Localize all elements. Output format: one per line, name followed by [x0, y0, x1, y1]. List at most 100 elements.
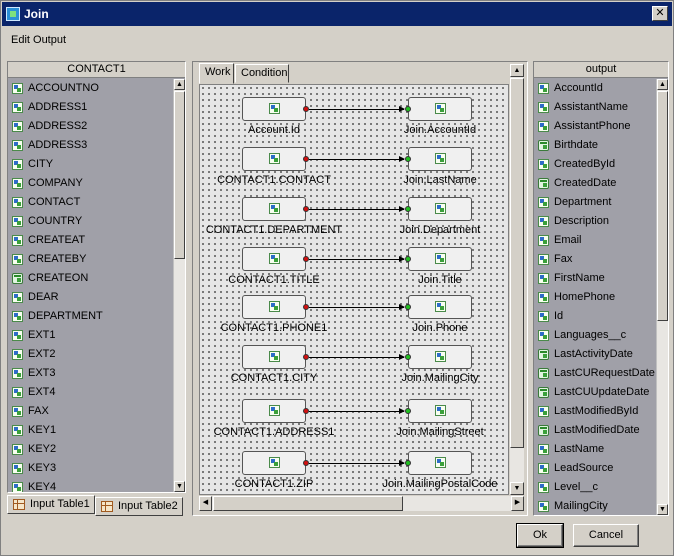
field-item[interactable]: FirstName: [534, 269, 656, 288]
tab-condition[interactable]: Condition: [235, 64, 289, 83]
target-port[interactable]: [405, 304, 411, 310]
mapping-link-arrow[interactable]: [309, 256, 405, 262]
field-item[interactable]: LastCUUpdateDate: [534, 383, 656, 402]
target-field-node[interactable]: [408, 147, 472, 171]
left-scrollbar[interactable]: ▲ ▼: [173, 79, 185, 492]
tab-work[interactable]: Work: [199, 63, 234, 84]
source-port[interactable]: [303, 304, 309, 310]
target-field-node[interactable]: [408, 399, 472, 423]
field-item[interactable]: EXT4: [8, 383, 173, 402]
scroll-up-arrow-icon[interactable]: ▲: [174, 79, 185, 90]
target-port[interactable]: [405, 460, 411, 466]
source-field-node[interactable]: [242, 295, 306, 319]
mapping-link-arrow[interactable]: [309, 460, 405, 466]
field-item[interactable]: Level__c: [534, 478, 656, 497]
field-item[interactable]: Birthdate: [534, 136, 656, 155]
field-item[interactable]: CONTACT: [8, 193, 173, 212]
field-item[interactable]: Description: [534, 212, 656, 231]
field-item[interactable]: AccountId: [534, 79, 656, 98]
field-item[interactable]: Department: [534, 193, 656, 212]
canvas-horizontal-scrollbar[interactable]: ◀ ▶: [199, 496, 524, 511]
target-port[interactable]: [405, 106, 411, 112]
source-field-node[interactable]: [242, 451, 306, 475]
field-item[interactable]: DEAR: [8, 288, 173, 307]
field-item[interactable]: ADDRESS2: [8, 117, 173, 136]
field-item[interactable]: KEY4: [8, 478, 173, 492]
field-item[interactable]: LastActivityDate: [534, 345, 656, 364]
scroll-thumb[interactable]: [174, 91, 185, 259]
mapping-link-arrow[interactable]: [309, 304, 405, 310]
target-field-node[interactable]: [408, 345, 472, 369]
field-item[interactable]: Languages__c: [534, 326, 656, 345]
field-item[interactable]: CREATEON: [8, 269, 173, 288]
target-port[interactable]: [405, 156, 411, 162]
ok-button[interactable]: Ok: [516, 523, 564, 548]
field-item[interactable]: COMPANY: [8, 174, 173, 193]
source-field-node[interactable]: [242, 147, 306, 171]
mapping-link-arrow[interactable]: [309, 106, 405, 112]
scroll-down-arrow-icon[interactable]: ▼: [657, 504, 668, 515]
cancel-button[interactable]: Cancel: [573, 524, 639, 547]
scroll-left-arrow-icon[interactable]: ◀: [199, 496, 212, 511]
mapping-link-arrow[interactable]: [309, 156, 405, 162]
mapping-link-arrow[interactable]: [309, 354, 405, 360]
field-item[interactable]: AssistantPhone: [534, 117, 656, 136]
scroll-up-arrow-icon[interactable]: ▲: [657, 79, 668, 90]
source-port[interactable]: [303, 156, 309, 162]
source-field-node[interactable]: [242, 399, 306, 423]
field-item[interactable]: ADDRESS1: [8, 98, 173, 117]
target-port[interactable]: [405, 354, 411, 360]
scroll-thumb[interactable]: [510, 78, 524, 448]
output-scrollbar[interactable]: ▲ ▼: [656, 79, 668, 515]
source-port[interactable]: [303, 460, 309, 466]
field-item[interactable]: FAX: [8, 402, 173, 421]
source-field-node[interactable]: [242, 247, 306, 271]
source-port[interactable]: [303, 408, 309, 414]
field-item[interactable]: LastCURequestDate: [534, 364, 656, 383]
mapping-link-arrow[interactable]: [309, 206, 405, 212]
scroll-down-arrow-icon[interactable]: ▼: [510, 482, 524, 495]
field-item[interactable]: Fax: [534, 250, 656, 269]
source-port[interactable]: [303, 354, 309, 360]
mapping-link-arrow[interactable]: [309, 408, 405, 414]
title-bar[interactable]: Join ✕: [2, 2, 672, 26]
field-item[interactable]: CITY: [8, 155, 173, 174]
field-item[interactable]: MailingCity: [534, 497, 656, 515]
scroll-down-arrow-icon[interactable]: ▼: [174, 481, 185, 492]
close-button[interactable]: ✕: [652, 6, 668, 21]
field-item[interactable]: CreatedById: [534, 155, 656, 174]
source-field-node[interactable]: [242, 345, 306, 369]
target-field-node[interactable]: [408, 197, 472, 221]
source-field-node[interactable]: [242, 97, 306, 121]
field-item[interactable]: KEY3: [8, 459, 173, 478]
scroll-right-arrow-icon[interactable]: ▶: [511, 496, 524, 511]
source-port[interactable]: [303, 106, 309, 112]
field-item[interactable]: ADDRESS3: [8, 136, 173, 155]
field-item[interactable]: KEY1: [8, 421, 173, 440]
source-port[interactable]: [303, 206, 309, 212]
field-item[interactable]: HomePhone: [534, 288, 656, 307]
field-item[interactable]: LastName: [534, 440, 656, 459]
scroll-up-arrow-icon[interactable]: ▲: [510, 64, 524, 77]
field-item[interactable]: DEPARTMENT: [8, 307, 173, 326]
scroll-thumb[interactable]: [657, 91, 668, 321]
target-field-node[interactable]: [408, 97, 472, 121]
field-item[interactable]: KEY2: [8, 440, 173, 459]
field-item[interactable]: LastModifiedDate: [534, 421, 656, 440]
target-port[interactable]: [405, 256, 411, 262]
field-item[interactable]: EXT2: [8, 345, 173, 364]
field-item[interactable]: CREATEAT: [8, 231, 173, 250]
field-item[interactable]: EXT3: [8, 364, 173, 383]
field-item[interactable]: ACCOUNTNO: [8, 79, 173, 98]
field-item[interactable]: EXT1: [8, 326, 173, 345]
source-field-node[interactable]: [242, 197, 306, 221]
field-item[interactable]: AssistantName: [534, 98, 656, 117]
field-item[interactable]: LastModifiedById: [534, 402, 656, 421]
target-field-node[interactable]: [408, 451, 472, 475]
target-field-node[interactable]: [408, 247, 472, 271]
tab-input-table1[interactable]: Input Table1: [7, 495, 95, 514]
target-port[interactable]: [405, 408, 411, 414]
field-item[interactable]: Email: [534, 231, 656, 250]
field-item[interactable]: CreatedDate: [534, 174, 656, 193]
